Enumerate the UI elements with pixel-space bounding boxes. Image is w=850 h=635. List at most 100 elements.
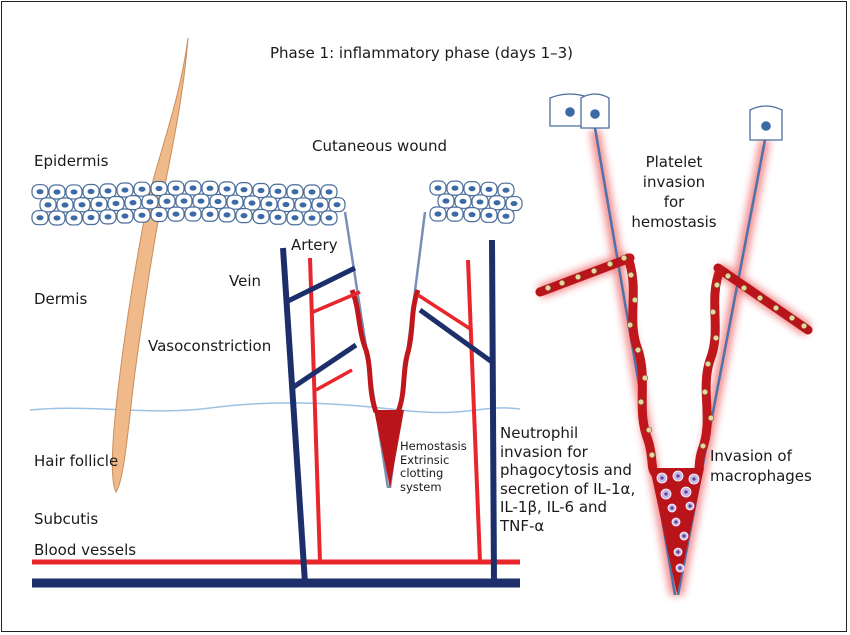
epidermal-cell [82, 183, 100, 200]
epidermal-cell [463, 207, 481, 223]
epidermal-cell [209, 193, 227, 210]
platelet [626, 321, 634, 329]
hair-follicle-shape [111, 37, 189, 493]
epidermal-cell [116, 208, 134, 224]
artery-branch-1 [312, 290, 361, 314]
epidermal-cell [488, 195, 506, 211]
epidermal-cell [505, 195, 523, 212]
platelet [620, 254, 628, 262]
artery-branch-2 [315, 368, 353, 392]
epidermal-cell [429, 206, 447, 222]
epidermal-cell [184, 206, 202, 222]
neutrophil-line-3: phagocytosis and [500, 461, 632, 479]
hemostasis-line-2: Extrinsic [400, 452, 450, 467]
epidermal-cell [150, 206, 168, 223]
epidermal-cell [463, 181, 481, 197]
macrophage-nucleus [676, 474, 680, 478]
epidermal-cell [124, 195, 142, 211]
macrophages-line-1: Invasion of [710, 447, 792, 465]
epidermis-cells [31, 180, 523, 226]
epidermal-cell [82, 209, 100, 226]
label-macrophages: Invasion of macrophages [710, 446, 812, 486]
neutrophil-line-1: Neutrophil [500, 424, 579, 442]
label-dermis: Dermis [34, 290, 88, 308]
neutrophil-line-4: secretion of IL-1α, [500, 479, 636, 498]
epidermal-cell [116, 182, 134, 198]
epidermal-cell [184, 180, 202, 196]
macrophage-nucleus [688, 504, 692, 508]
epidermal-cell [73, 197, 91, 213]
epidermal-cell [107, 195, 125, 212]
label-cutaneous-wound: Cutaneous wound [312, 137, 448, 155]
epidermal-cell [65, 210, 83, 226]
macrophage-nucleus [664, 492, 668, 496]
epidermal-cell [252, 208, 270, 225]
epidermal-cell [303, 210, 321, 226]
epidermal-cell [56, 197, 74, 213]
platelet [756, 294, 764, 302]
epidermal-cell [201, 180, 219, 196]
vein-right [489, 239, 497, 584]
macrophage-nucleus [678, 566, 682, 570]
platelet [637, 398, 645, 406]
vein-left [280, 247, 308, 584]
neutrophil-line-5: IL-1β, IL-6 and [500, 498, 608, 516]
platelet [699, 442, 707, 450]
hemostasis-line-3: clotting [400, 466, 444, 480]
epidermal-cell [294, 197, 312, 213]
epidermal-cell [226, 194, 244, 210]
epidermal-cell [311, 197, 329, 213]
epidermal-cell [133, 207, 151, 223]
epidermal-cell [90, 196, 108, 212]
magnified-wound [535, 93, 813, 596]
macrophage-nucleus [692, 477, 696, 481]
epidermal-cell [235, 208, 253, 224]
clot-left [349, 289, 379, 413]
platelet [634, 346, 642, 354]
epidermal-cell [252, 182, 270, 199]
macrophage-nucleus [660, 476, 664, 480]
epidermal-cell [446, 180, 464, 196]
epidermal-cell [277, 196, 295, 213]
platelet [709, 308, 717, 316]
platelet-line-4: hemostasis [631, 213, 717, 231]
neutrophil-line-6: TNF-α [500, 516, 545, 535]
label-blood-vessels: Blood vessels [34, 541, 137, 559]
label-vasoconstriction: Vasoconstriction [148, 337, 272, 355]
epidermal-cell [48, 210, 66, 226]
label-subcutis: Subcutis [34, 510, 99, 528]
label-hair-follicle: Hair follicle [34, 452, 119, 470]
epidermal-cell [158, 193, 176, 209]
clot-right [395, 289, 421, 413]
epidermal-cell [218, 207, 236, 223]
platelet [712, 334, 720, 342]
platelet [704, 360, 712, 368]
epidermal-cell [31, 184, 49, 200]
epidermal-cell [454, 193, 472, 209]
epidermal-cell [260, 196, 278, 212]
epidermal-cell [480, 207, 498, 223]
epidermal-cell [39, 197, 57, 213]
epidermal-cell [141, 194, 159, 210]
epidermal-cell [48, 184, 66, 200]
epidermal-cell [429, 180, 447, 196]
vein-branch-1 [284, 265, 357, 305]
epidermal-cell [303, 184, 321, 200]
epidermal-cell [446, 206, 464, 222]
epidermal-cell [320, 184, 338, 200]
platelet [713, 281, 721, 289]
platelet [707, 414, 715, 422]
epidermal-cell [480, 181, 498, 197]
dermis-subcutis-boundary [29, 402, 521, 414]
epidermal-cell [497, 208, 515, 224]
epidermal-cell [269, 209, 287, 225]
label-artery: Artery [291, 236, 338, 254]
epidermal-cell [65, 184, 83, 200]
vein-branch-3 [418, 307, 494, 365]
platelet [627, 271, 635, 279]
artery-left [308, 257, 322, 563]
diagram-title: Phase 1: inflammatory phase (days 1–3) [270, 44, 574, 62]
epidermal-cell [286, 184, 304, 200]
platelet [641, 374, 649, 382]
label-platelet: Platelet invasion for hemostasis [626, 152, 722, 232]
